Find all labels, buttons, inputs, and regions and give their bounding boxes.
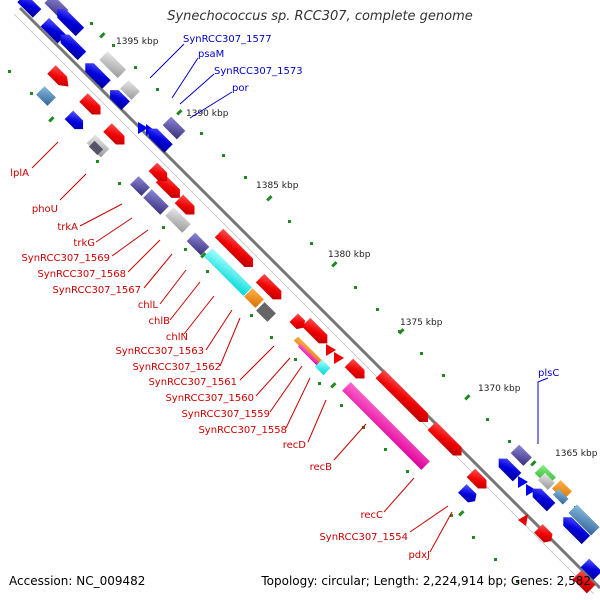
gene-arrow (458, 484, 477, 503)
scale-label-1375: 1375 kbp (400, 318, 443, 328)
gene-block (165, 207, 191, 233)
gene-label-phou: phoU (32, 204, 58, 215)
gene-label-synrcc307-1560: SynRCC307_1560 (165, 393, 254, 404)
gene-arrow (79, 93, 101, 115)
gene-arrow (138, 122, 148, 134)
gene-block (293, 336, 324, 367)
gene-block (88, 140, 104, 156)
gene-label-synrcc307-1554: SynRCC307_1554 (319, 532, 408, 543)
gene-block (552, 480, 572, 500)
forward-strand-genes (36, 65, 596, 594)
scale-label-1390: 1390 kbp (186, 109, 229, 119)
gene-arrow (174, 194, 195, 215)
gene-arrow (344, 358, 365, 379)
gene-block (256, 302, 276, 322)
gene-block (143, 189, 169, 215)
gene-block (130, 176, 150, 196)
gene-label-por: por (232, 83, 249, 94)
gene-arrow (534, 524, 553, 543)
gene-label-chlb: chlB (149, 316, 171, 327)
inner-track (8, 70, 519, 583)
gene-block (510, 444, 532, 466)
gene-label-psam: psaM (198, 49, 224, 60)
gene-block (244, 288, 264, 308)
gene-block (120, 80, 140, 100)
genome-backbone (13, 6, 600, 595)
gene-arrow (375, 369, 429, 423)
scale-label-1370: 1370 kbp (478, 384, 521, 394)
gene-label-synrcc307-1573: SynRCC307_1573 (214, 66, 303, 77)
scale-label-1380: 1380 kbp (328, 250, 371, 260)
gene-label-synrcc307-1562: SynRCC307_1562 (132, 362, 221, 373)
gene-arrow (301, 317, 328, 344)
gene-arrow (289, 313, 306, 330)
gene-arrow (148, 162, 168, 182)
gene-arrow (255, 273, 282, 300)
gene-arrow (110, 90, 130, 110)
gene-block (203, 247, 253, 297)
gene-arrow (214, 228, 253, 267)
gene-block (17, 0, 42, 18)
gene-arrow (85, 63, 111, 89)
gene-label-recb: recB (310, 462, 333, 473)
gene-arrow (148, 128, 173, 153)
gene-label-synrcc307-1561: SynRCC307_1561 (148, 377, 237, 388)
gene-label-pdxj: pdxJ (408, 550, 430, 561)
gene-arrow (518, 514, 528, 526)
gene-label-recd: recD (283, 440, 307, 451)
gene-label-trka: trkA (57, 222, 78, 233)
scale-label-1385: 1385 kbp (256, 181, 299, 191)
gene-arrow (60, 34, 87, 61)
gene-label-synrcc307-1568: SynRCC307_1568 (37, 269, 126, 280)
gene-arrow (498, 458, 522, 482)
gene-label-plsc: plsC (538, 368, 559, 379)
gene-block (537, 472, 555, 490)
gene-arrow (563, 517, 591, 545)
gene-block (342, 382, 430, 470)
gene-block (552, 488, 569, 505)
topology-summary: Topology: circular; Length: 2,224,914 bp… (261, 574, 591, 588)
gene-block (314, 359, 331, 376)
gene-label-synrcc307-1567: SynRCC307_1567 (52, 285, 141, 296)
gene-label-synrcc307-1559: SynRCC307_1559 (181, 409, 270, 420)
gene-label-lpla: lplA (10, 168, 29, 179)
map-title: Synechococcus sp. RCC307, complete genom… (167, 9, 473, 24)
gene-label-recc: recC (360, 510, 383, 521)
scale-label-1395: 1395 kbp (116, 37, 159, 47)
gene-label-synrcc307-1558: SynRCC307_1558 (198, 425, 287, 436)
gene-arrow (532, 488, 556, 512)
gene-block (186, 232, 210, 256)
gene-block (162, 116, 186, 140)
gene-block (580, 558, 600, 580)
gene-arrow (427, 421, 462, 456)
scale-track (90, 22, 577, 509)
gene-label-trkg: trkG (73, 238, 95, 249)
gene-arrow (518, 476, 528, 488)
reverse-strand-genes (17, 0, 600, 580)
gene-arrow (57, 9, 85, 37)
scale-label-1365: 1365 kbp (555, 449, 598, 459)
gene-block (568, 504, 600, 536)
gene-arrow (47, 65, 69, 87)
accession-text: Accession: NC_009482 (9, 574, 146, 588)
gene-block (572, 570, 596, 594)
gene-arrow (326, 344, 336, 356)
gene-block (36, 86, 56, 106)
gene-arrow (334, 352, 344, 364)
gene-block (40, 17, 67, 44)
gene-label-synrcc307-1577: SynRCC307_1577 (183, 34, 272, 45)
gene-arrow (64, 110, 84, 130)
reverse-label-leaders (149, 43, 549, 444)
gene-label-synrcc307-1563: SynRCC307_1563 (115, 346, 204, 357)
gene-label-chln: chlN (166, 332, 188, 343)
gene-arrow (466, 468, 487, 489)
gene-label-synrcc307-1569: SynRCC307_1569 (21, 253, 110, 264)
gene-arrow (526, 484, 536, 496)
gene-label-chll: chlL (138, 300, 159, 311)
forward-label-leaders (31, 141, 453, 553)
gene-arrow (103, 123, 125, 145)
gene-block (99, 51, 127, 79)
